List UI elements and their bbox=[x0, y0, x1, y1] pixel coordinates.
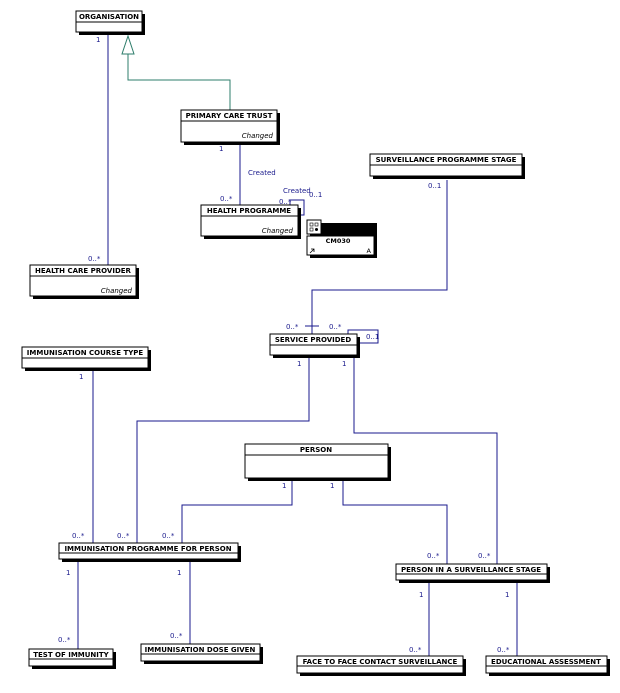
class-surveillance-programme-stage[interactable]: SURVEILLANCE PROGRAMME STAGE bbox=[369, 153, 525, 179]
multiplicities: 1 0..* 1 0..* 0..* 0..1 0..1 0..* 0..* 0… bbox=[58, 36, 510, 654]
package-marker: A bbox=[367, 247, 372, 255]
multiplicity: 0..* bbox=[427, 552, 440, 560]
class-stereotype: Changed bbox=[262, 227, 294, 235]
association-service-provided-immunisation-programme-for-person bbox=[136, 358, 310, 543]
class-person[interactable]: PERSON bbox=[244, 443, 391, 481]
package-icon bbox=[309, 222, 319, 232]
class-immunisation-programme-for-person[interactable]: IMMUNISATION PROGRAMME FOR PERSON bbox=[58, 542, 241, 562]
class-name: PERSON bbox=[300, 446, 332, 454]
class-health-programme[interactable]: HEALTH PROGRAMME Changed bbox=[200, 204, 301, 239]
multiplicity: 1 bbox=[282, 482, 286, 490]
multiplicity: 0..* bbox=[478, 552, 491, 560]
class-health-care-provider[interactable]: HEALTH CARE PROVIDER Changed bbox=[29, 264, 139, 299]
class-face-to-face-contact-surveillance[interactable]: FACE TO FACE CONTACT SURVEILLANCE bbox=[296, 655, 466, 676]
class-immunisation-course-type[interactable]: IMMUNISATION COURSE TYPE bbox=[21, 346, 151, 371]
association-person-person-in-a-surveillance-stage bbox=[342, 480, 448, 564]
class-stereotype: Changed bbox=[242, 132, 274, 140]
class-person-in-a-surveillance-stage[interactable]: PERSON IN A SURVEILLANCE STAGE bbox=[395, 563, 550, 583]
multiplicity: 1 bbox=[419, 591, 423, 599]
class-name: SURVEILLANCE PROGRAMME STAGE bbox=[376, 156, 517, 164]
class-test-of-immunity[interactable]: TEST OF IMMUNITY bbox=[28, 648, 116, 669]
generalisation-primary-care-trust-organisation bbox=[127, 54, 231, 110]
class-educational-assessment[interactable]: EDUCATIONAL ASSESSMENT bbox=[485, 655, 610, 676]
class-name: PERSON IN A SURVEILLANCE STAGE bbox=[401, 566, 541, 574]
multiplicity: 1 bbox=[66, 569, 70, 577]
multiplicity: 0..* bbox=[58, 636, 71, 644]
generalisation-arrowhead bbox=[121, 34, 135, 55]
multiplicity: 1 bbox=[505, 591, 509, 599]
class-organisation[interactable]: ORGANISATION bbox=[75, 10, 145, 35]
multiplicity: 0..1 bbox=[366, 333, 379, 341]
class-name: PRIMARY CARE TRUST bbox=[186, 112, 273, 120]
multiplicity: 1 bbox=[177, 569, 181, 577]
class-name: IMMUNISATION COURSE TYPE bbox=[27, 349, 144, 357]
multiplicity: 0..* bbox=[162, 532, 175, 540]
package-name: CM030 bbox=[326, 237, 351, 245]
association-service-provided-self bbox=[347, 329, 379, 344]
multiplicity: 0..* bbox=[170, 632, 183, 640]
multiplicity: 1 bbox=[219, 145, 223, 153]
association-label-created-self: Created bbox=[283, 187, 311, 195]
multiplicity: 0..* bbox=[497, 646, 510, 654]
class-name: IMMUNISATION PROGRAMME FOR PERSON bbox=[64, 545, 231, 553]
class-name: FACE TO FACE CONTACT SURVEILLANCE bbox=[303, 658, 458, 666]
multiplicity: 1 bbox=[297, 360, 301, 368]
association-service-provided-person-in-a-surveillance-stage bbox=[353, 358, 498, 564]
multiplicity: 0..* bbox=[329, 323, 342, 331]
class-name: SERVICE PROVIDED bbox=[275, 336, 351, 344]
multiplicity: 0..* bbox=[286, 323, 299, 331]
multiplicity: 0..1 bbox=[309, 191, 322, 199]
multiplicity: 0..* bbox=[279, 198, 292, 206]
multiplicity: 1 bbox=[342, 360, 346, 368]
multiplicity: 0..* bbox=[72, 532, 85, 540]
association-surveillance-programme-stage-service-provided bbox=[311, 180, 448, 334]
multiplicity: 0..* bbox=[409, 646, 422, 654]
class-name: ORGANISATION bbox=[79, 13, 139, 21]
multiplicity: 1 bbox=[79, 373, 83, 381]
multiplicity: 1 bbox=[330, 482, 334, 490]
package-cm030[interactable]: CM030 A bbox=[306, 219, 377, 258]
class-name: HEALTH PROGRAMME bbox=[207, 207, 291, 215]
class-primary-care-trust[interactable]: PRIMARY CARE TRUST Changed bbox=[180, 109, 280, 145]
multiplicity: 0..1 bbox=[428, 182, 441, 190]
multiplicity: 0..* bbox=[117, 532, 130, 540]
multiplicity: 0..* bbox=[220, 195, 233, 203]
shortcut-arrow-icon bbox=[309, 248, 315, 254]
connectors bbox=[77, 34, 518, 656]
class-name: HEALTH CARE PROVIDER bbox=[35, 267, 131, 275]
association-person-immunisation-programme-for-person bbox=[181, 480, 293, 543]
association-health-programme-self bbox=[289, 199, 305, 216]
association-label-created: Created bbox=[248, 169, 276, 177]
class-name: EDUCATIONAL ASSESSMENT bbox=[491, 658, 601, 666]
class-service-provided[interactable]: SERVICE PROVIDED bbox=[269, 333, 360, 358]
multiplicity: 0..* bbox=[88, 255, 101, 263]
class-immunisation-dose-given[interactable]: IMMUNISATION DOSE GIVEN bbox=[140, 643, 263, 664]
class-name: IMMUNISATION DOSE GIVEN bbox=[145, 646, 256, 654]
multiplicity: 1 bbox=[96, 36, 100, 44]
class-stereotype: Changed bbox=[101, 287, 133, 295]
class-name: TEST OF IMMUNITY bbox=[33, 651, 109, 659]
